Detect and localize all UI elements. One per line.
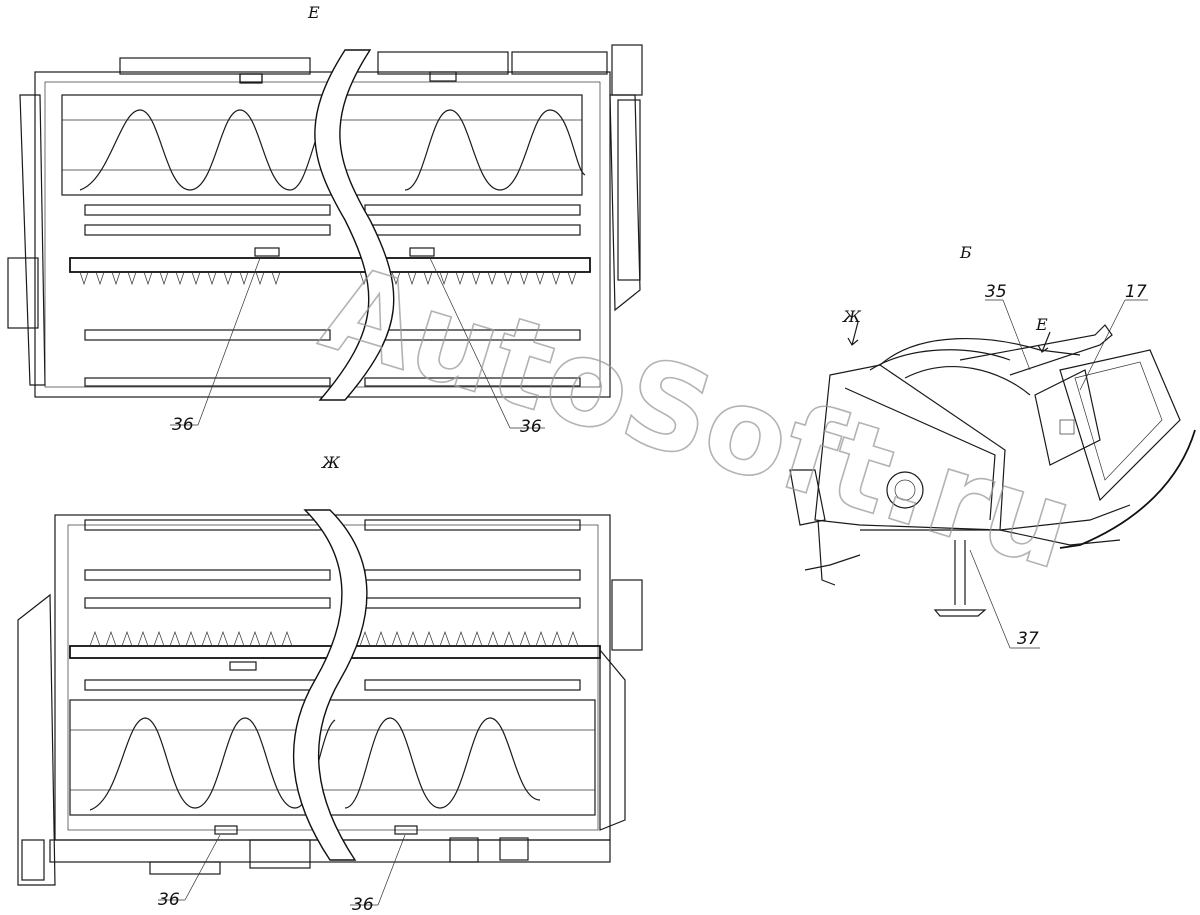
break-cut-top bbox=[314, 49, 395, 401]
arrow-zh-label: Ж bbox=[842, 307, 862, 326]
watermark-text: AutoSoft.ru bbox=[308, 238, 1088, 596]
arrow-e-icon bbox=[1037, 331, 1051, 353]
callout-36-top-left: 36 bbox=[172, 415, 194, 435]
view-e-header-top: Е bbox=[7, 3, 643, 437]
callout-17: 17 bbox=[1125, 282, 1147, 302]
arrow-zh-icon bbox=[847, 321, 859, 346]
crop-divider-rod bbox=[1059, 429, 1196, 549]
callout-36-top-right: 36 bbox=[520, 417, 542, 437]
break-cut-bottom bbox=[292, 509, 368, 861]
arrow-e-label: Е bbox=[1035, 315, 1048, 334]
control-panel bbox=[1034, 369, 1101, 466]
callout-37: 37 bbox=[1017, 629, 1039, 649]
view-b-label: Б bbox=[959, 243, 972, 262]
view-b-side: Б Ж Е bbox=[789, 243, 1196, 649]
callout-35: 35 bbox=[985, 282, 1007, 302]
callout-36-bottom-left: 36 bbox=[158, 890, 180, 910]
view-zh-label: Ж bbox=[321, 453, 341, 472]
callout-36-bottom-right: 36 bbox=[352, 895, 374, 915]
view-e-label: Е bbox=[307, 3, 320, 22]
